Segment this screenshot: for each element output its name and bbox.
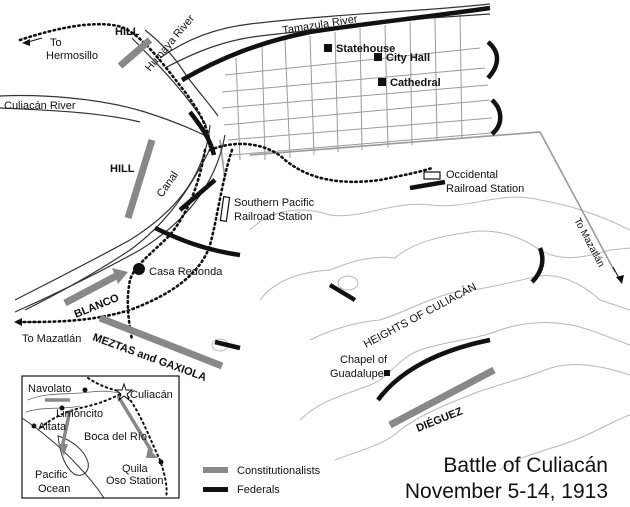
statehouse-marker xyxy=(324,44,332,52)
occidental-label-2: Railroad Station xyxy=(446,183,524,195)
quila-dot-icon xyxy=(158,459,164,465)
altata-dot-icon xyxy=(31,423,37,429)
inset-boca-del-rio: Boca del Río xyxy=(84,431,147,443)
culiacan-star-icon xyxy=(114,382,134,402)
inset-railroad xyxy=(87,377,168,499)
cathedral-marker xyxy=(378,78,386,86)
chapel-label-1: Chapel of xyxy=(340,354,388,366)
southern-pacific-label-2: Railroad Station xyxy=(234,211,312,223)
casa-redonda-marker xyxy=(133,263,145,275)
to-hermosillo-label-1: To xyxy=(50,37,62,49)
casa-redonda-label: Casa Redonda xyxy=(149,266,223,278)
inset-coastline xyxy=(21,417,105,499)
inset-limoncito: Limoncito xyxy=(56,408,103,420)
southern-pacific-label-1: Southern Pacific xyxy=(234,197,315,209)
title-line-1: Battle of Culiacán xyxy=(443,454,608,477)
title-line-2: November 5-14, 1913 xyxy=(405,480,608,503)
inset-pacific-1: Pacific xyxy=(35,469,68,481)
legend: Constitutionalists Federals xyxy=(203,465,321,496)
gray-bar-icon xyxy=(203,467,228,473)
southern-pacific-station-marker xyxy=(219,196,231,222)
road-to-mazatlan-east xyxy=(249,131,616,273)
direction-arrows xyxy=(14,37,624,326)
cathedral-label: Cathedral xyxy=(390,77,441,89)
inset-pacific-2: Ocean xyxy=(38,483,70,495)
inset-river-2 xyxy=(25,405,81,413)
buildings xyxy=(133,44,441,376)
map-labels: HILL To Hermosillo Culiacán River Humaya… xyxy=(4,13,606,435)
inset-oso-station: Oso Station xyxy=(106,475,163,487)
inset-lagoon xyxy=(57,435,89,476)
to-hermosillo-label-2: Hermosillo xyxy=(46,50,98,62)
chapel-marker xyxy=(384,370,390,376)
hill-label-north: HILL xyxy=(115,26,140,38)
canal-label: Canal xyxy=(155,169,181,199)
terrain-contours xyxy=(211,196,630,471)
chapel-label-2: Guadalupe xyxy=(330,368,384,380)
inset-culiacan: Culiacán xyxy=(130,389,173,401)
navolato-dot-icon xyxy=(82,387,88,393)
occidental-label-1: Occidental xyxy=(446,169,498,181)
city-hall-label: City Hall xyxy=(386,52,430,64)
inset-map: Navolato Culiacán Limoncito Altata Boca … xyxy=(21,375,180,499)
inset-altata: Altata xyxy=(38,421,67,433)
legend-constitutionalists: Constitutionalists xyxy=(237,465,321,477)
map-title: Battle of Culiacán November 5-14, 1913 xyxy=(405,454,608,503)
city-hall-marker xyxy=(374,53,382,61)
inset-advance-2 xyxy=(60,409,72,449)
inset-navolato: Navolato xyxy=(28,383,71,395)
black-bar-icon xyxy=(203,487,228,492)
statehouse-label: Statehouse xyxy=(336,43,395,55)
legend-federals: Federals xyxy=(237,484,280,496)
inset-advance-3 xyxy=(116,395,154,453)
inset-quila: Quila xyxy=(122,463,149,475)
hill-label-west: HILL xyxy=(110,163,135,175)
federal-positions xyxy=(154,5,545,402)
inset-river-1 xyxy=(27,390,125,401)
constitutionalist-positions xyxy=(63,37,496,429)
inset-branch-rail xyxy=(39,391,125,429)
culiacan-river-label: Culiacán River xyxy=(4,100,76,112)
to-mazatlan-west-label: To Mazatlán xyxy=(22,333,81,345)
limoncito-dot-icon xyxy=(59,405,65,411)
occidental-station-marker xyxy=(423,171,441,180)
